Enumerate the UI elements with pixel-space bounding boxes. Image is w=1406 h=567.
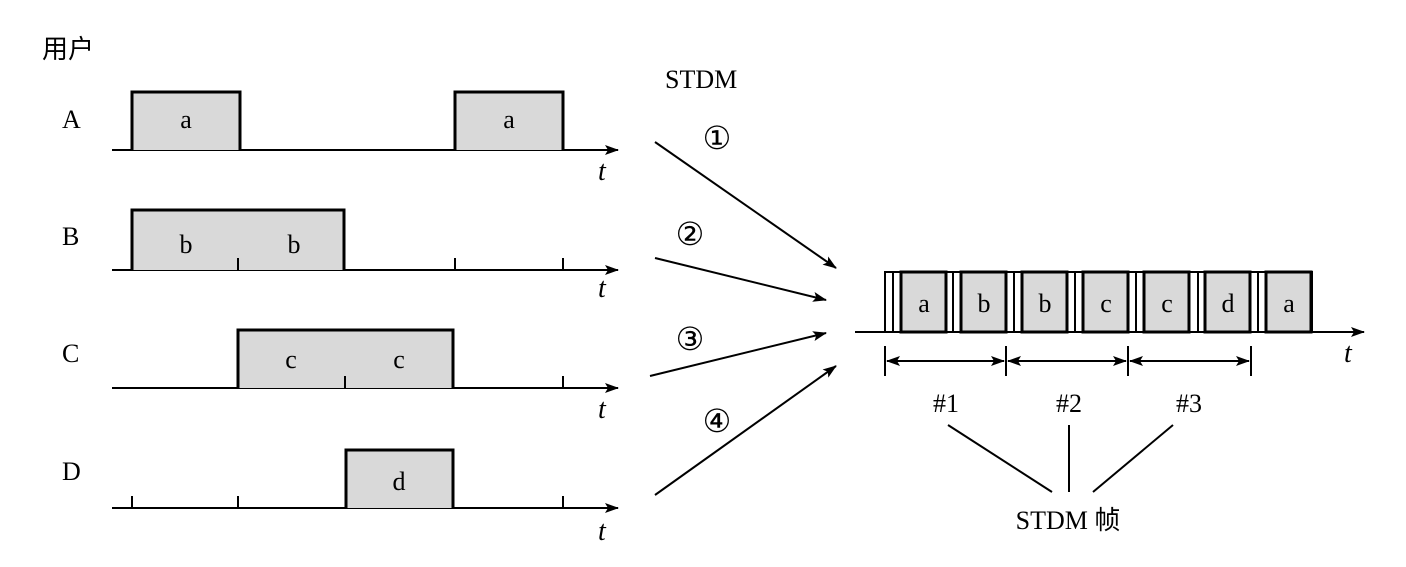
slot-label: b (180, 230, 193, 259)
frame-slot-label: c (1100, 289, 1112, 318)
frame-slot-label: b (978, 289, 991, 318)
leader-line-3 (1092, 424, 1174, 493)
channel-number-1: ① (703, 120, 732, 156)
channel-number-2: ② (676, 216, 705, 252)
time-label: t (598, 516, 607, 547)
data-slot (344, 448, 455, 508)
frame-number-3: #3 (1176, 389, 1202, 418)
stdm-heading: STDM (665, 65, 737, 94)
user-row-b: B b b t (62, 208, 619, 304)
user-row-d: D d t (62, 448, 619, 547)
time-label: t (1344, 338, 1353, 369)
frame-slot (1020, 270, 1069, 334)
frame-slot-label: c (1161, 289, 1173, 318)
frame-caption: STDM 帧 (1016, 506, 1121, 535)
time-label: t (598, 156, 607, 187)
data-slot (130, 90, 242, 150)
slot-label: a (503, 105, 515, 134)
time-label: t (598, 273, 607, 304)
user-row-c: C c c t (62, 328, 619, 425)
leader-line-1 (947, 424, 1053, 493)
frame-slot (1081, 270, 1130, 334)
frame-slot-label: a (918, 289, 930, 318)
frame-number-2: #2 (1056, 389, 1082, 418)
channel-arrow-4 (654, 365, 837, 496)
time-label: t (598, 394, 607, 425)
channel-arrows: ① ② ③ ④ (649, 120, 837, 496)
frame-slot-label: a (1283, 289, 1295, 318)
channel-arrow-2 (654, 257, 827, 302)
user-row-a: A a a t (62, 90, 619, 187)
slot-label: d (393, 467, 406, 496)
user-label-a: A (62, 105, 81, 134)
channel-number-4: ④ (703, 403, 732, 439)
user-label-d: D (62, 457, 81, 486)
frame-slot (1264, 270, 1313, 334)
channel-number-3: ③ (676, 321, 705, 357)
frame-number-1: #1 (933, 389, 959, 418)
frame-slot (1142, 270, 1191, 334)
slot-label: c (393, 345, 405, 374)
stdm-frame: a b b c c d a t #1 #2 #3 STDM 帧 (855, 270, 1365, 535)
data-slot (236, 328, 455, 388)
users-heading: 用户 (42, 35, 94, 65)
data-slot (130, 208, 346, 270)
frame-slot (899, 270, 948, 334)
slot-label: c (285, 345, 297, 374)
slot-label: a (180, 105, 192, 134)
frame-slot (1203, 270, 1252, 334)
user-label-c: C (62, 339, 79, 368)
frame-slot-label: b (1039, 289, 1052, 318)
frame-slot (959, 270, 1008, 334)
channel-arrow-3 (649, 331, 827, 377)
channel-arrow-1 (654, 141, 837, 269)
user-label-b: B (62, 222, 79, 251)
frame-slot-label: d (1222, 289, 1235, 318)
data-slot (453, 90, 565, 150)
slot-label: b (288, 230, 301, 259)
